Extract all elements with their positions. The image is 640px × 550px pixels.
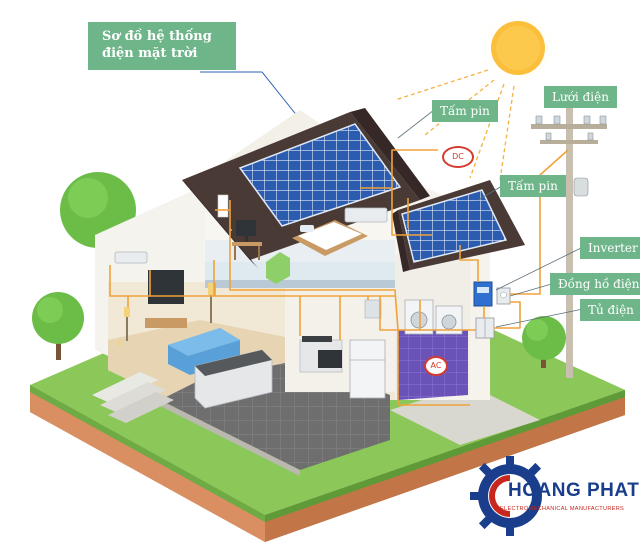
label-connectors [397, 109, 584, 328]
roof-annex [392, 180, 525, 272]
label-panel-top: Tấm pin [432, 100, 498, 122]
brand-tagline: ELECTROMECHANICAL MANUFACTURERS [500, 506, 625, 512]
kitchen [194, 299, 386, 409]
front-stairs [92, 372, 174, 423]
electrical-equipment [473, 281, 511, 339]
solar-panel-roof [238, 123, 402, 227]
gear-logo-icon [470, 456, 542, 536]
diagram-title: Sơ đồ hệ thống điện mặt trời [88, 22, 236, 70]
inverter-icon [473, 281, 493, 307]
title-line-1: Sơ đồ hệ thống [102, 29, 212, 44]
badge-ac: AC [424, 356, 448, 376]
label-meter: Đồng hồ điện [550, 273, 640, 295]
sun-icon [478, 8, 558, 88]
label-panel-right: Tấm pin [500, 175, 566, 197]
label-inverter: Inverter [580, 237, 640, 259]
tree-right [522, 316, 566, 368]
label-cabinet: Tủ điện [580, 299, 640, 321]
brand-name: HOANG PHAT [508, 480, 640, 501]
living-room [114, 251, 240, 375]
utility-pole [531, 108, 607, 378]
tree-left-front [32, 292, 84, 360]
title-pointer [200, 71, 299, 118]
bedroom [217, 194, 388, 284]
badge-dc: DC [442, 146, 474, 168]
solar-panel-annex [401, 189, 508, 263]
label-grid: Lưới điện [544, 86, 617, 108]
title-line-2: điện mặt trời [102, 46, 198, 61]
wiring [109, 149, 569, 406]
brand-logo: HOANG PHAT ELECTROMECHANICAL MANUFACTURE… [468, 452, 640, 542]
